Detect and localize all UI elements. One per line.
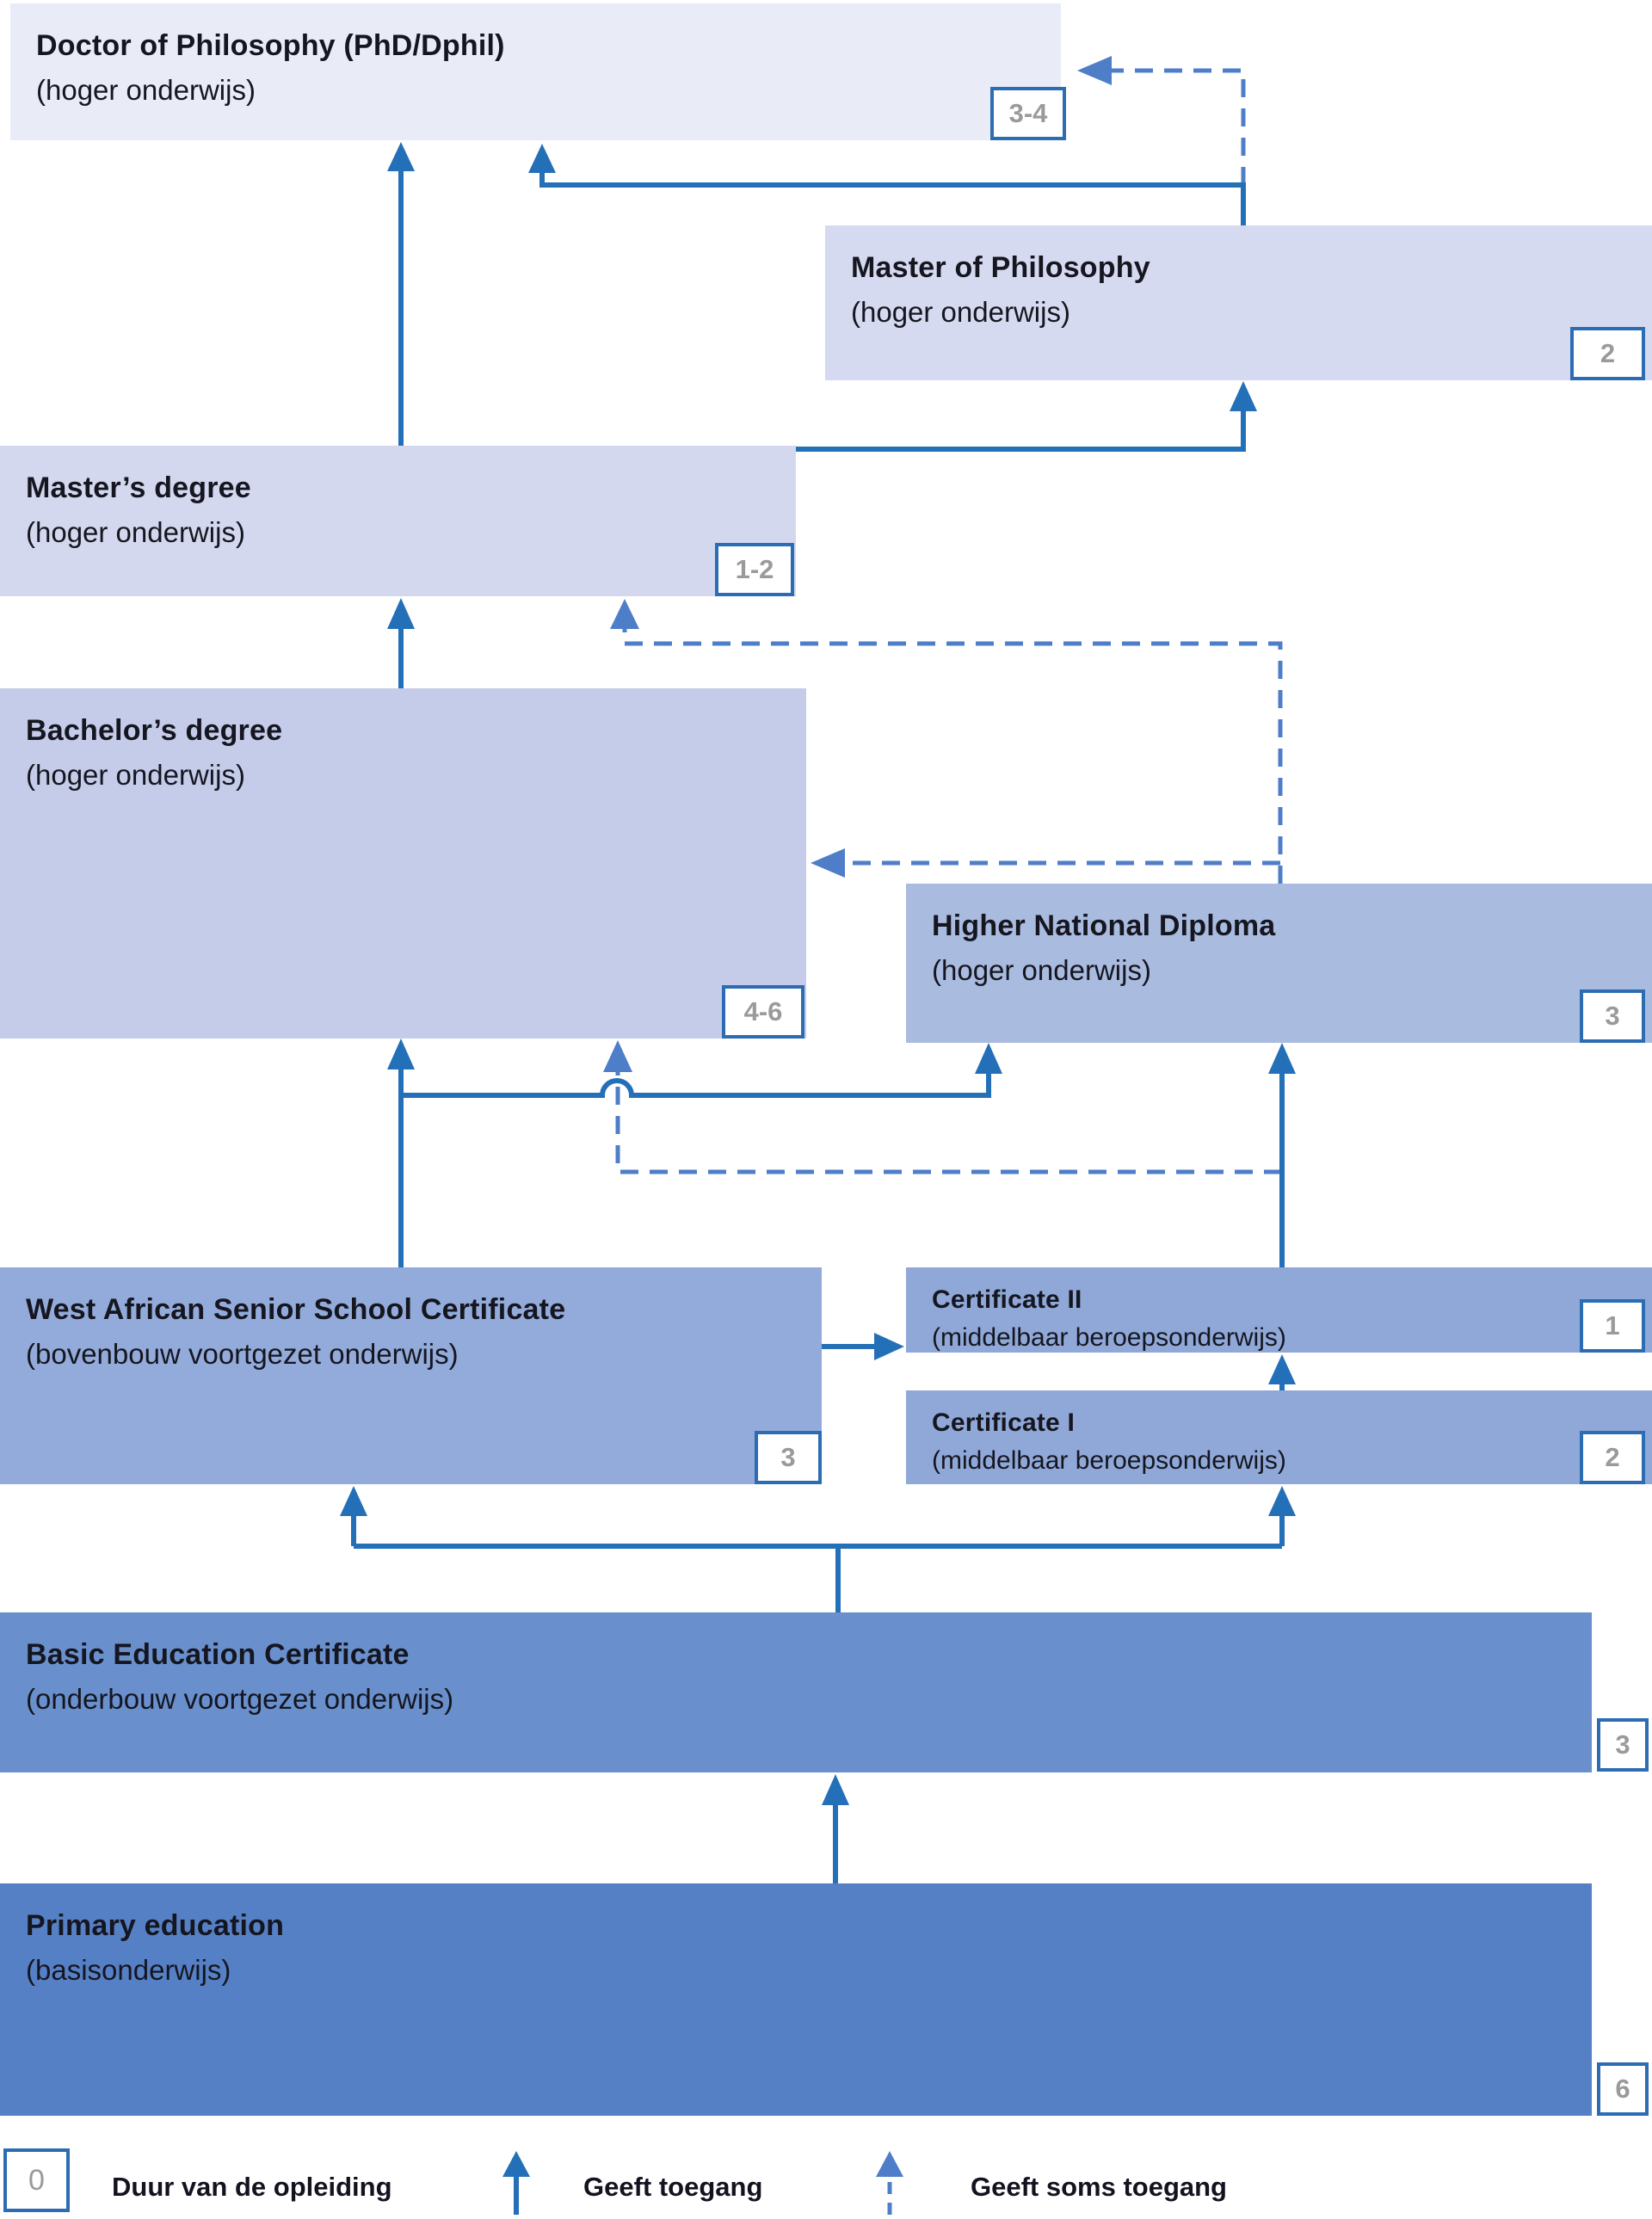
dashed-arrow-icon bbox=[876, 2151, 903, 2215]
duration-badge-mphil: 2 bbox=[1570, 327, 1645, 380]
legend-duration-badge: 0 bbox=[3, 2148, 70, 2212]
arrow-wassc-to-cert2 bbox=[822, 1333, 904, 1360]
level-subtitle-hnd: (hoger onderwijs) bbox=[932, 954, 1151, 986]
level-title-wassc: West African Senior School Certificate bbox=[26, 1293, 566, 1326]
level-title-basic: Basic Education Certificate bbox=[26, 1638, 410, 1671]
level-box-phd: Doctor of Philosophy (PhD/Dphil) (hoger … bbox=[10, 3, 1061, 140]
level-box-primary: Primary education (basisonderwijs) bbox=[0, 1883, 1592, 2116]
arrow-wassc-to-hnd bbox=[401, 1043, 1002, 1098]
level-subtitle-masters: (hoger onderwijs) bbox=[26, 516, 245, 548]
level-box-masters: Master’s degree (hoger onderwijs) bbox=[0, 446, 796, 596]
level-subtitle-cert1: (middelbaar beroepsonderwijs) bbox=[932, 1446, 1286, 1475]
level-subtitle-bachelors: (hoger onderwijs) bbox=[26, 759, 245, 791]
level-box-wassc: West African Senior School Certificate (… bbox=[0, 1267, 822, 1484]
level-subtitle-mphil: (hoger onderwijs) bbox=[851, 296, 1070, 328]
level-subtitle-phd: (hoger onderwijs) bbox=[36, 74, 256, 106]
dashed-arrow-mphil-to-phd bbox=[1077, 56, 1246, 185]
arrow-wassc-to-bachelors bbox=[387, 1039, 415, 1267]
level-title-phd: Doctor of Philosophy (PhD/Dphil) bbox=[36, 29, 505, 62]
level-subtitle-basic: (onderbouw voortgezet onderwijs) bbox=[26, 1683, 454, 1715]
level-box-mphil: Master of Philosophy (hoger onderwijs) bbox=[825, 225, 1652, 380]
level-box-cert2: Certificate II (middelbaar beroepsonderw… bbox=[906, 1267, 1652, 1353]
duration-badge-masters: 1-2 bbox=[715, 543, 794, 596]
level-box-basic: Basic Education Certificate (onderbouw v… bbox=[0, 1612, 1592, 1772]
level-title-cert2: Certificate II bbox=[932, 1285, 1082, 1314]
level-subtitle-wassc: (bovenbouw voortgezet onderwijs) bbox=[26, 1338, 459, 1370]
dashed-arrow-cert2-to-bachelors bbox=[603, 1040, 1282, 1174]
duration-badge-primary: 6 bbox=[1597, 2062, 1649, 2116]
level-title-bachelors: Bachelor’s degree bbox=[26, 714, 283, 747]
duration-badge-cert1: 2 bbox=[1580, 1431, 1645, 1484]
level-box-cert1: Certificate I (middelbaar beroepsonderwi… bbox=[906, 1390, 1652, 1484]
duration-badge-phd: 3-4 bbox=[990, 87, 1066, 140]
arrow-masters-to-mphil bbox=[796, 381, 1257, 452]
arrow-mphil-to-phd bbox=[528, 144, 1246, 225]
level-title-hnd: Higher National Diploma bbox=[932, 909, 1276, 942]
legend-duration-label: Duur van de opleiding bbox=[112, 2172, 392, 2202]
duration-badge-basic: 3 bbox=[1597, 1718, 1649, 1772]
dashed-arrow-hnd-to-bachelors bbox=[811, 848, 1280, 878]
level-title-primary: Primary education bbox=[26, 1909, 285, 1942]
level-box-hnd: Higher National Diploma (hoger onderwijs… bbox=[906, 884, 1652, 1043]
arrow-cert1-to-cert2 bbox=[1268, 1354, 1296, 1390]
duration-badge-cert2: 1 bbox=[1580, 1299, 1645, 1353]
arrow-bachelors-to-masters bbox=[387, 598, 415, 688]
level-subtitle-primary: (basisonderwijs) bbox=[26, 1954, 231, 1986]
duration-badge-wassc: 3 bbox=[755, 1431, 822, 1484]
level-subtitle-cert2: (middelbaar beroepsonderwijs) bbox=[932, 1323, 1286, 1352]
level-title-cert1: Certificate I bbox=[932, 1408, 1075, 1437]
duration-badge-bachelors: 4-6 bbox=[722, 985, 804, 1039]
arrow-basic-to-wassc-and-cert1 bbox=[340, 1486, 1296, 1612]
legend-access-label: Geeft toegang bbox=[583, 2172, 763, 2202]
arrow-primary-to-basic bbox=[822, 1774, 849, 1883]
level-title-mphil: Master of Philosophy bbox=[851, 251, 1150, 284]
arrow-masters-to-phd bbox=[387, 142, 415, 446]
legend-sometimes-access-label: Geeft soms toegang bbox=[971, 2172, 1227, 2202]
duration-badge-hnd: 3 bbox=[1580, 989, 1645, 1043]
solid-arrow-icon bbox=[502, 2151, 530, 2215]
level-box-bachelors: Bachelor’s degree (hoger onderwijs) bbox=[0, 688, 806, 1039]
level-title-masters: Master’s degree bbox=[26, 472, 251, 504]
arrow-cert2-to-hnd bbox=[1268, 1043, 1296, 1267]
